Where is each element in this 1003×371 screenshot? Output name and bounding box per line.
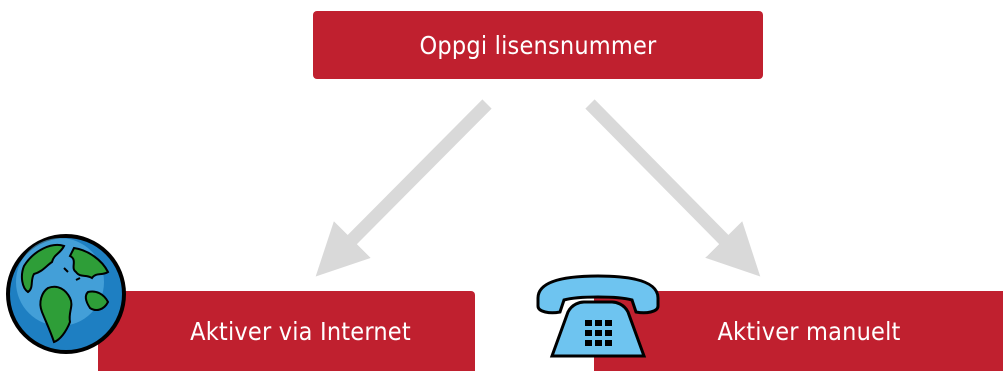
activate-internet-box: Aktiver via Internet <box>98 291 475 371</box>
arrow-to-manual <box>590 104 742 258</box>
globe-icon <box>4 232 128 356</box>
license-number-box: Oppgi lisensnummer <box>313 11 763 79</box>
activate-manual-label: Aktiver manuelt <box>717 317 900 346</box>
activate-internet-label: Aktiver via Internet <box>190 317 411 346</box>
license-number-label: Oppgi lisensnummer <box>420 31 657 60</box>
arrow-to-internet <box>334 104 487 258</box>
telephone-icon <box>528 272 668 362</box>
